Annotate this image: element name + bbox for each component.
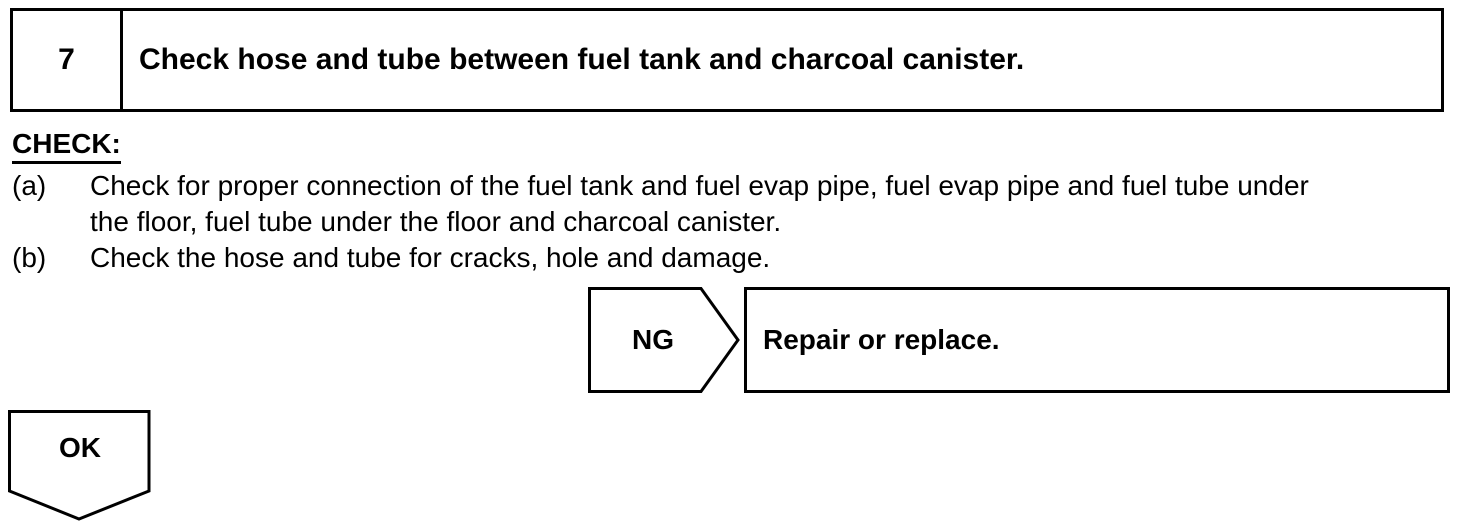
- ok-arrow-shape: [8, 410, 151, 521]
- ok-arrow: OK: [8, 410, 152, 522]
- check-heading: CHECK:: [12, 128, 121, 164]
- check-item-b: (b) Check the hose and tube for cracks, …: [12, 240, 1312, 276]
- check-item-marker: (b): [12, 242, 47, 273]
- step-number: 7: [13, 11, 123, 109]
- check-item-a: (a) Check for proper connection of the f…: [12, 168, 1312, 240]
- step-title: Check hose and tube between fuel tank an…: [139, 43, 1025, 76]
- ng-action-box: Repair or replace.: [744, 287, 1450, 393]
- ng-label: NG: [632, 324, 674, 355]
- check-list: (a) Check for proper connection of the f…: [12, 168, 1312, 276]
- ok-label: OK: [59, 432, 101, 463]
- check-item-text: Check the hose and tube for cracks, hole…: [90, 242, 771, 273]
- check-item-text: Check for proper connection of the fuel …: [90, 170, 1309, 237]
- ng-arrow-shape: [588, 287, 740, 393]
- ng-arrow: NG: [588, 287, 748, 393]
- check-item-marker: (a): [12, 170, 47, 201]
- step-header-box: 7 Check hose and tube between fuel tank …: [10, 8, 1444, 112]
